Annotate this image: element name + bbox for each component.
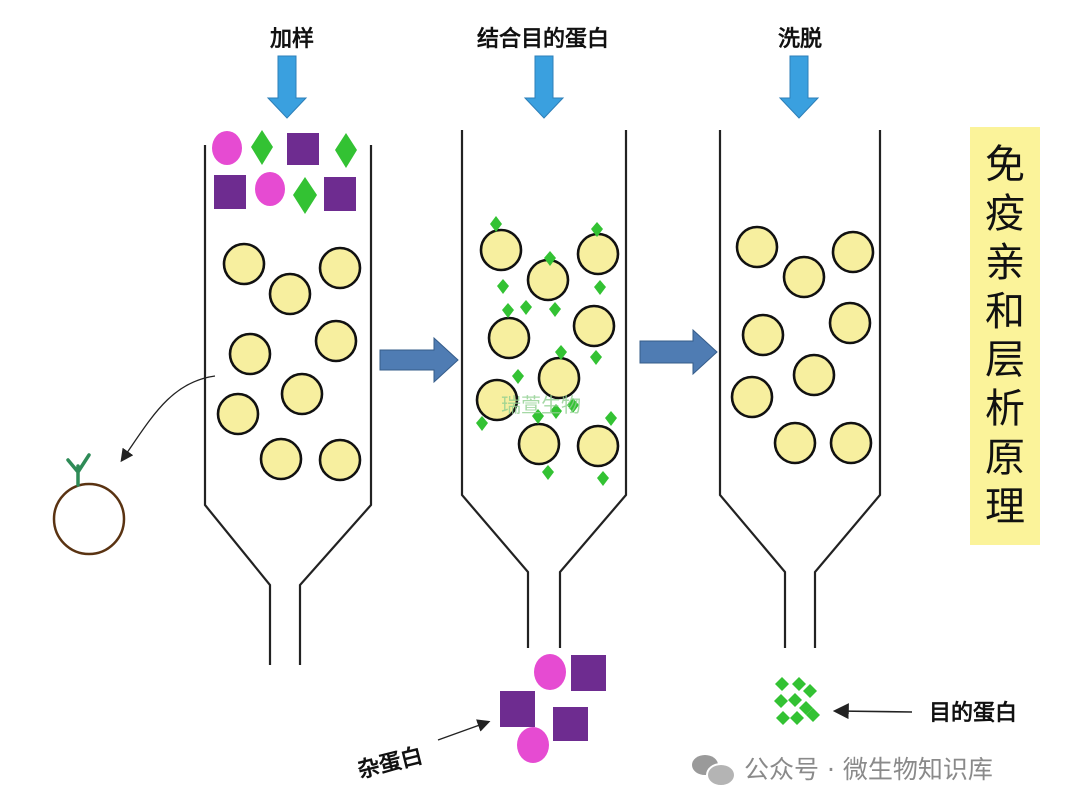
right-arrow-1: [379, 336, 459, 384]
target-label: 目的蛋白: [929, 700, 1017, 726]
title-char: 层: [985, 337, 1025, 384]
source-watermark: 公众号 · 微生物知识库: [692, 748, 993, 788]
down-arrow-load: [266, 55, 308, 119]
impurity-pointer: [437, 719, 491, 741]
center-watermark: 瑞萱生物: [501, 393, 581, 417]
title-char: 理: [985, 483, 1025, 530]
step-label-load: 加样: [269, 26, 314, 52]
wechat-icon: [692, 753, 736, 787]
column-3: [718, 130, 882, 648]
title-box: 免 疫 亲 和 层 析 原 理: [970, 127, 1040, 545]
title-char: 亲: [985, 239, 1025, 286]
right-arrow-2: [639, 328, 718, 376]
title-char: 免: [985, 142, 1025, 189]
sample-mixture: [212, 130, 357, 214]
beads-column-3: [730, 225, 875, 465]
down-arrow-bind: [523, 55, 565, 119]
down-arrow-elute: [778, 55, 820, 119]
target-pointer: [832, 703, 913, 720]
title-char: 析: [985, 386, 1025, 433]
impurity-protein-output: [500, 654, 606, 763]
source-text: 公众号 · 微生物知识库: [744, 755, 993, 784]
title-char: 原: [985, 434, 1025, 481]
ligand-bead-callout: [52, 375, 216, 556]
beads-column-1: [216, 242, 362, 482]
column-2: [460, 130, 628, 648]
column-1: [203, 145, 373, 665]
beads-column-2: [475, 228, 620, 468]
bound-target-protein: [476, 216, 617, 486]
title-char: 疫: [985, 191, 1025, 238]
title-char: 和: [985, 288, 1025, 335]
impurity-label: 杂蛋白: [355, 743, 425, 784]
step-label-elute: 洗脱: [778, 27, 822, 52]
step-label-bind: 结合目的蛋白: [477, 26, 609, 52]
target-protein-output: [774, 677, 820, 725]
